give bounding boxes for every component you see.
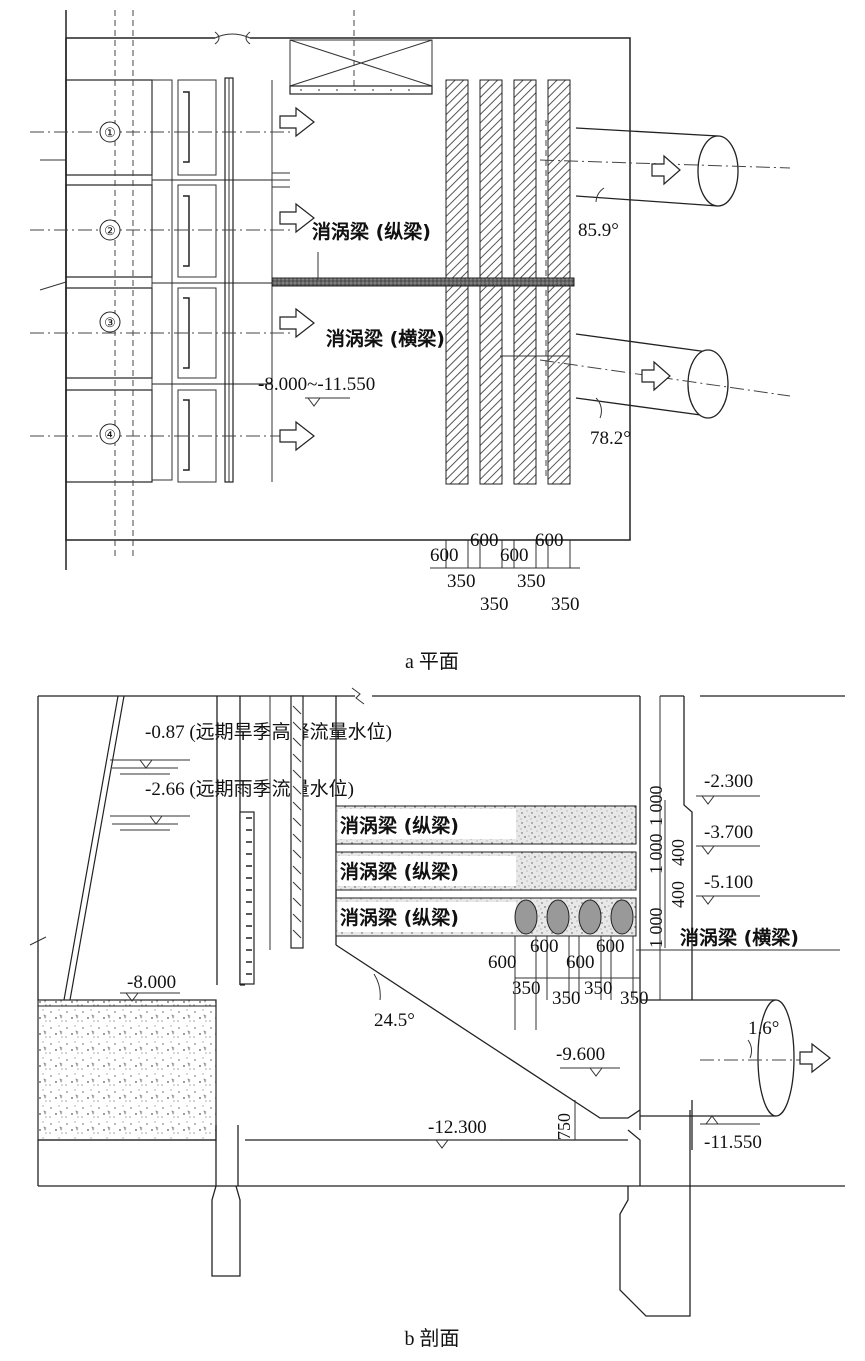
plan-beam-trans-label: 消涡梁 (横梁) bbox=[326, 327, 445, 350]
svg-text:-5.100: -5.100 bbox=[704, 872, 753, 893]
plan-dimensions: 600 600 600 600 350 350 350 350 bbox=[430, 530, 580, 615]
section-dim-750: 750 bbox=[554, 1113, 574, 1140]
plan-unit-chambers bbox=[65, 39, 433, 483]
unit-4-label: ④ bbox=[104, 427, 116, 442]
plan-angle-top: 85.9° bbox=[578, 220, 619, 241]
section-vertical-dims: 1 000 1 000 1 000 400 400 bbox=[646, 786, 688, 949]
section-wl-rain: -2.66 (远期雨季流量水位) bbox=[145, 778, 354, 800]
svg-text:-3.700: -3.700 bbox=[704, 822, 753, 843]
svg-text:600: 600 bbox=[470, 530, 499, 551]
plan-flow-arrows bbox=[279, 106, 315, 452]
flow-arrow-icon bbox=[279, 202, 315, 234]
flow-arrow-icon bbox=[279, 307, 315, 339]
svg-text:600: 600 bbox=[430, 545, 459, 566]
flow-arrow-icon bbox=[799, 1042, 831, 1074]
svg-text:350: 350 bbox=[551, 594, 580, 615]
svg-text:600: 600 bbox=[488, 952, 517, 973]
svg-text:400: 400 bbox=[668, 839, 688, 866]
section-wl-dry: -0.87 (远期旱季高峰流量水位) bbox=[145, 721, 392, 743]
plan-beam-long-label: 消涡梁 (纵梁) bbox=[312, 220, 431, 243]
plan-unit-labels: ① ② ③ ④ bbox=[99, 121, 121, 445]
plan-outer-wall bbox=[65, 37, 631, 541]
plan-angle-bottom: 78.2° bbox=[590, 428, 631, 449]
plan-view: ① ② ③ ④ 消涡梁 (纵梁) 消涡梁 (横梁) bbox=[30, 10, 791, 615]
section-beam-label-3: 消涡梁 (纵梁) bbox=[340, 906, 459, 929]
section-elev-9600: -9.600 bbox=[556, 1044, 605, 1065]
section-view: -0.87 (远期旱季高峰流量水位) -2.66 (远期雨季流量水位) -8.0… bbox=[29, 687, 845, 1317]
unit-3-label: ③ bbox=[104, 315, 116, 330]
flow-arrow-icon bbox=[279, 106, 315, 138]
svg-text:350: 350 bbox=[584, 978, 613, 999]
plan-elev-range: -8.000~-11.550 bbox=[258, 374, 375, 395]
svg-text:350: 350 bbox=[447, 571, 476, 592]
svg-text:600: 600 bbox=[500, 545, 529, 566]
svg-text:-2.300: -2.300 bbox=[704, 771, 753, 792]
svg-text:350: 350 bbox=[517, 571, 546, 592]
svg-text:1 000: 1 000 bbox=[646, 908, 666, 949]
section-horizontal-dims: 600 600 600 600 350 350 350 350 bbox=[488, 936, 649, 1009]
svg-text:350: 350 bbox=[620, 988, 649, 1009]
plan-break-mark bbox=[214, 31, 251, 45]
plan-center-lines bbox=[30, 10, 355, 560]
unit-2-label: ② bbox=[104, 223, 116, 238]
unit-1-label: ① bbox=[104, 125, 116, 140]
plan-outlet-pipes: 85.9° 78.2° bbox=[539, 127, 791, 449]
flow-arrow-icon bbox=[641, 360, 671, 392]
plan-caption: a 平面 bbox=[405, 651, 459, 673]
svg-text:1 000: 1 000 bbox=[646, 786, 666, 827]
svg-text:1 000: 1 000 bbox=[646, 834, 666, 875]
plan-elev-marker bbox=[305, 397, 350, 407]
svg-text:350: 350 bbox=[512, 978, 541, 999]
svg-text:600: 600 bbox=[530, 936, 559, 957]
section-beam-label-2: 消涡梁 (纵梁) bbox=[340, 860, 459, 883]
svg-text:400: 400 bbox=[668, 881, 688, 908]
section-outlet-pipe: 1.6° -11.550 bbox=[640, 999, 831, 1153]
section-vortex-beams: 消涡梁 (纵梁) 消涡梁 (纵梁) 消涡梁 (纵梁) bbox=[335, 805, 637, 1030]
section-beam-label-1: 消涡梁 (纵梁) bbox=[340, 814, 459, 837]
svg-text:600: 600 bbox=[596, 936, 625, 957]
flow-arrow-icon bbox=[279, 420, 315, 452]
section-slope-angle: 24.5° bbox=[374, 1010, 415, 1031]
section-elev-11550: -11.550 bbox=[704, 1132, 762, 1153]
section-elev-left: -8.000 bbox=[127, 972, 176, 993]
svg-text:600: 600 bbox=[566, 952, 595, 973]
section-beam-trans-label: 消涡梁 (横梁) bbox=[680, 926, 799, 949]
svg-text:350: 350 bbox=[480, 594, 509, 615]
section-fill-left bbox=[37, 999, 217, 1141]
section-pipe-angle: 1.6° bbox=[748, 1018, 779, 1039]
svg-text:350: 350 bbox=[552, 988, 581, 1009]
plan-longitudinal-beam bbox=[271, 277, 575, 287]
section-caption: b 剖面 bbox=[405, 1327, 460, 1350]
section-elev-12300: -12.300 bbox=[428, 1117, 487, 1138]
flow-arrow-icon bbox=[651, 154, 681, 186]
svg-text:600: 600 bbox=[535, 530, 564, 551]
section-right-elevations: -2.300 -3.700 -5.100 bbox=[696, 771, 760, 905]
